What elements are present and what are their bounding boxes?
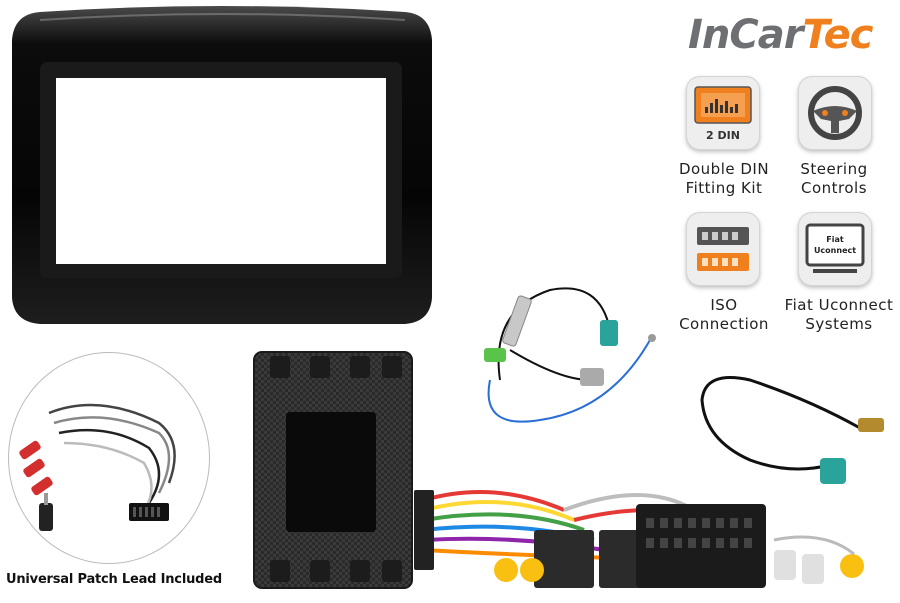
feature-label-iso: ISO Connection: [664, 296, 784, 334]
steering-wheel-icon: [808, 86, 862, 140]
uconnect-icon: Fiat Uconnect: [805, 223, 865, 273]
uconnect-screen-line1: Fiat: [826, 235, 844, 244]
feature-label-uconnect: Fiat Uconnect Systems: [774, 296, 900, 334]
feature-tile-double-din: 2 DIN: [686, 76, 760, 150]
feature-line: Fiat Uconnect: [784, 296, 894, 314]
double-din-icon: 2 DIN: [694, 86, 752, 142]
feature-line: Double DIN: [678, 160, 770, 178]
fakra-extension-lead-image: [690, 360, 900, 500]
steering-interface-box-image: [252, 350, 414, 590]
feature-tile-steering: [798, 76, 872, 150]
antenna-adapter-image: [470, 270, 670, 450]
feature-tile-iso: [686, 212, 760, 286]
feature-line: Steering: [800, 160, 868, 178]
feature-label-double-din: Double DIN Fitting Kit: [664, 160, 784, 198]
feature-line: Fitting Kit: [685, 179, 763, 197]
feature-line: Controls: [800, 179, 868, 197]
iso-wiring-harness-image: [414, 470, 900, 598]
two-din-badge: 2 DIN: [706, 129, 740, 142]
logo-part-incar: InCar: [688, 12, 803, 58]
iso-connector-icon: [697, 227, 749, 271]
feature-line: Connection: [679, 315, 769, 333]
feature-tile-uconnect: Fiat Uconnect: [798, 212, 872, 286]
patch-lead-image: [8, 352, 210, 564]
uconnect-screen-line2: Uconnect: [814, 246, 856, 255]
patch-lead-caption: Universal Patch Lead Included: [6, 572, 222, 587]
incartec-logo: InCarTec: [688, 12, 873, 58]
feature-line: Systems: [805, 315, 873, 333]
feature-line: ISO: [710, 296, 738, 314]
logo-part-tec: Tec: [802, 12, 873, 58]
feature-label-steering: Steering Controls: [774, 160, 894, 198]
double-din-fascia-image: [0, 0, 440, 335]
